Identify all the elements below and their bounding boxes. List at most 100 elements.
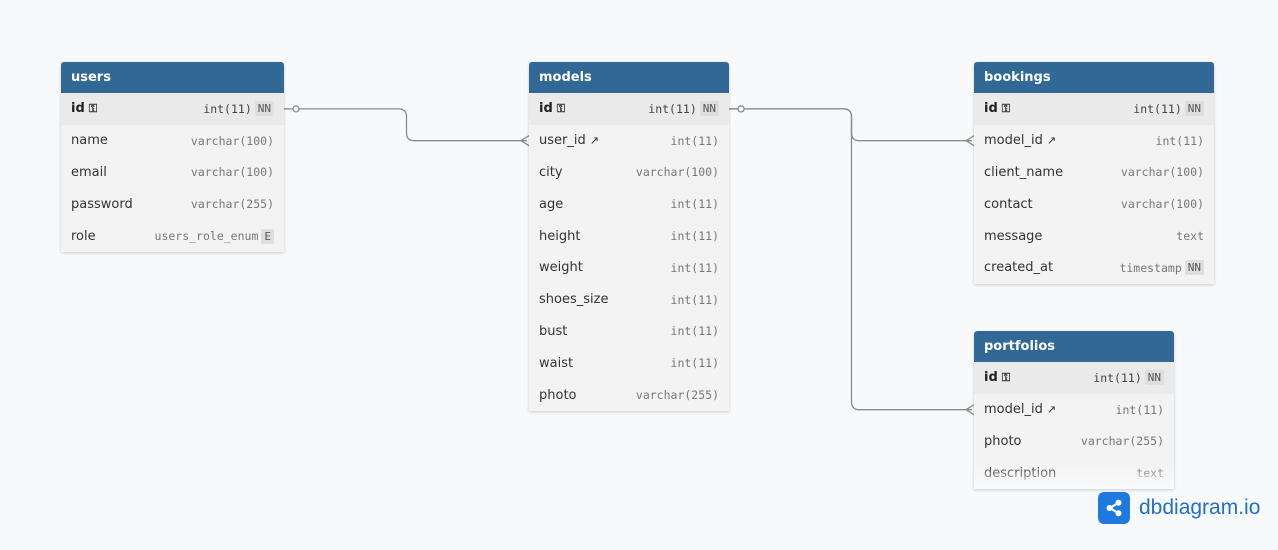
field-type: varchar(255) (1080, 434, 1164, 449)
field-type: int(11) (1133, 101, 1182, 116)
field-name: email (71, 165, 191, 180)
field-name: age (539, 197, 671, 212)
field-type: int(11) (1115, 402, 1164, 417)
field-row-models-user_id[interactable]: user_id↗int(11) (529, 125, 729, 157)
field-type: varchar(255) (190, 197, 274, 212)
field-type: int(11) (670, 133, 719, 148)
relation-line-1 (737, 108, 972, 142)
field-badge: NN (1184, 101, 1204, 117)
share-nodes-icon (1098, 492, 1130, 524)
field-name-text: waist (539, 355, 574, 371)
field-type: int(11) (1155, 133, 1204, 148)
field-type: varchar(100) (635, 165, 719, 180)
field-row-bookings-contact[interactable]: contact varchar(100) (974, 188, 1214, 220)
field-type: varchar(100) (190, 165, 274, 180)
field-name-text: message (984, 228, 1043, 244)
field-row-models-waist[interactable]: waist int(11) (529, 347, 729, 379)
field-type: int(11) (670, 292, 719, 307)
field-name-text: id (984, 101, 998, 117)
field-name-text: password (71, 196, 133, 212)
relation-one-marker-0 (292, 105, 300, 113)
field-name-text: model_id (984, 402, 1043, 418)
field-name: id⚿ (984, 370, 1093, 385)
field-name-text: model_id (984, 133, 1043, 149)
field-name-text: name (71, 133, 108, 149)
relation-many-marker-1 (965, 135, 975, 147)
field-row-models-id[interactable]: id⚿int(11)NN (529, 93, 729, 125)
field-name: created_at (984, 260, 1119, 275)
field-row-users-email[interactable]: email varchar(100) (61, 157, 284, 189)
relation-line-0 (292, 108, 527, 142)
link-icon: ↗ (1046, 134, 1057, 148)
field-type: int(11) (670, 260, 719, 275)
table-header-bookings[interactable]: bookings (974, 62, 1214, 93)
table-header-users[interactable]: users (61, 62, 284, 93)
field-name: weight (539, 260, 671, 275)
field-name-text: city (539, 164, 563, 180)
brand-text: dbdiagram.io (1139, 496, 1261, 519)
field-name: id⚿ (539, 101, 648, 116)
field-name: name (71, 133, 191, 148)
field-type: int(11) (670, 324, 719, 339)
field-name-text: age (539, 196, 564, 212)
link-icon: ↗ (589, 134, 599, 148)
table-header-models[interactable]: models (529, 62, 729, 93)
field-row-models-shoes_size[interactable]: shoes_size int(11) (529, 284, 729, 316)
brand-logo[interactable]: dbdiagram.io (1098, 492, 1260, 524)
field-name: model_id↗ (984, 402, 1116, 417)
field-row-users-password[interactable]: password varchar(255) (61, 188, 284, 220)
field-name-text: id (71, 101, 85, 117)
field-row-portfolios-model_id[interactable]: model_id↗int(11) (974, 394, 1174, 426)
field-name-text: created_at (984, 260, 1054, 276)
relation-many-marker-2 (965, 404, 975, 416)
field-name: id⚿ (71, 101, 203, 116)
key-icon: ⚿ (556, 102, 566, 116)
field-row-users-id[interactable]: id⚿int(11)NN (61, 93, 284, 125)
field-name: shoes_size (539, 292, 671, 307)
field-row-models-height[interactable]: height int(11) (529, 220, 729, 252)
field-name: photo (984, 434, 1081, 449)
field-name-text: role (71, 228, 96, 244)
field-name: contact (984, 197, 1121, 212)
field-row-bookings-message[interactable]: message text (974, 220, 1214, 252)
field-name: password (71, 197, 191, 212)
field-type: int(11) (1093, 370, 1142, 385)
relation-one-marker-2 (737, 105, 745, 113)
field-badge: NN (1144, 370, 1164, 386)
field-name-text: contact (984, 196, 1033, 212)
field-row-bookings-model_id[interactable]: model_id↗int(11) (974, 125, 1214, 157)
field-row-models-city[interactable]: city varchar(100) (529, 157, 729, 189)
field-name-text: user_id (539, 133, 586, 149)
table-header-portfolios[interactable]: portfolios (974, 331, 1174, 362)
field-name-text: shoes_size (539, 292, 609, 308)
field-row-portfolios-id[interactable]: id⚿int(11)NN (974, 362, 1174, 394)
field-row-bookings-id[interactable]: id⚿int(11)NN (974, 93, 1214, 125)
field-badge: NN (254, 101, 274, 117)
field-name: photo (539, 388, 636, 403)
field-name: model_id↗ (984, 133, 1156, 148)
field-type: varchar(100) (1120, 197, 1204, 212)
field-name-text: height (539, 228, 581, 244)
field-name: user_id↗ (539, 133, 671, 148)
field-name-text: email (71, 164, 107, 180)
field-type: int(11) (670, 229, 719, 244)
field-badge: E (261, 228, 274, 244)
field-name-text: id (984, 370, 998, 386)
relation-one-marker-1 (737, 105, 745, 113)
field-type: int(11) (670, 356, 719, 371)
field-type: text (1176, 229, 1204, 244)
